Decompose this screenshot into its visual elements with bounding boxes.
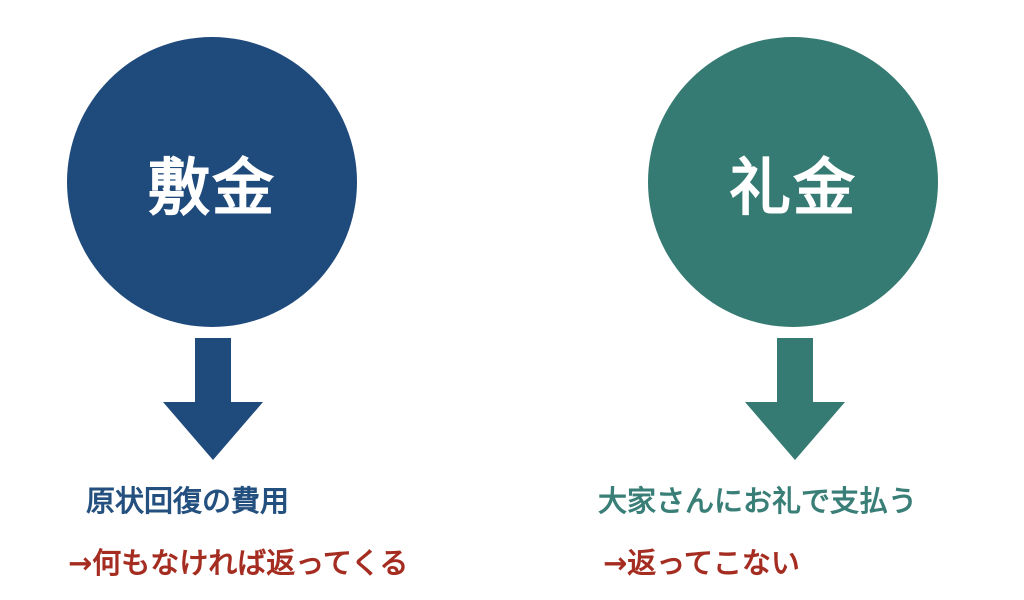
deposit-result: →何もなければ返ってくる [68, 546, 409, 580]
deposit-down-arrow-icon [163, 338, 263, 460]
deposit-description: 原状回復の費用 [86, 484, 290, 518]
key-money-title: 礼金 [728, 151, 857, 224]
key-money-result: →返ってこない [603, 546, 800, 580]
deposit-circle: 敷金 [67, 37, 357, 327]
deposit-title: 敷金 [147, 151, 276, 224]
key-money-description: 大家さんにお礼で支払う [598, 484, 918, 518]
key-money-down-arrow-icon [745, 338, 845, 460]
key-money-circle: 礼金 [648, 37, 938, 327]
